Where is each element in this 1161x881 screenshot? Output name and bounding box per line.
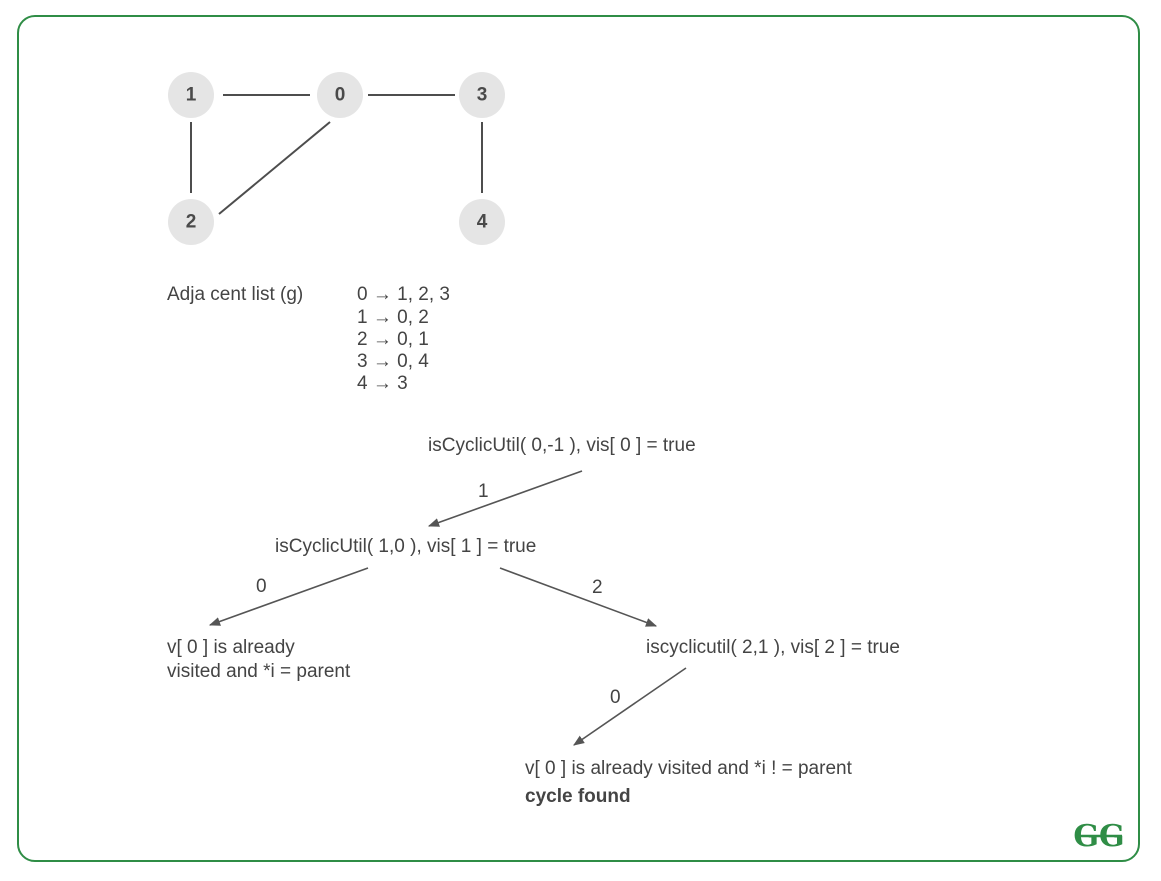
arrow-node1-to-left-leaf (208, 567, 369, 626)
arrow-node2-to-final (573, 667, 687, 746)
trace-left-leaf-line2: visited and *i = parent (167, 661, 351, 682)
arrow-node1-to-node2 (499, 567, 658, 627)
node-0: 0 (317, 72, 363, 118)
node-label: 3 (477, 85, 488, 106)
adjacency-row: 0 → 1, 2, 3 (357, 284, 450, 305)
geeksforgeeks-logo: GG (1073, 819, 1124, 852)
adjacency-row: 1 → 0, 2 (357, 307, 429, 328)
edge-label-node1-to-left: 0 (256, 576, 267, 597)
arrow-root-to-node1 (427, 470, 583, 527)
node-label: 2 (186, 212, 197, 233)
adjacency-row: 3 → 0, 4 (357, 351, 429, 372)
adjacency-list-label: Adja cent list (g) (167, 284, 304, 305)
node-2: 2 (168, 199, 214, 245)
trace-final-line1: v[ 0 ] is already visited and *i ! = par… (525, 758, 852, 779)
node-label: 0 (335, 85, 346, 106)
edge-0-2 (218, 121, 331, 215)
trace-root-call: isCyclicUtil( 0,-1 ), vis[ 0 ] = true (428, 435, 696, 456)
node-4: 4 (459, 199, 505, 245)
node-label: 1 (186, 85, 197, 106)
edge-label-node1-to-right: 2 (592, 577, 603, 598)
diagram-frame (17, 15, 1140, 862)
adjacency-row: 2 → 0, 1 (357, 329, 429, 350)
edge-label-node2-to-final: 0 (610, 687, 621, 708)
adjacency-row: 4 → 3 (357, 373, 408, 394)
node-1: 1 (168, 72, 214, 118)
trace-call-node1: isCyclicUtil( 1,0 ), vis[ 1 ] = true (275, 536, 537, 557)
trace-left-leaf-line1: v[ 0 ] is already (167, 637, 295, 658)
trace-cycle-found: cycle found (525, 786, 631, 807)
edge-label-root-to-node1: 1 (478, 481, 489, 502)
node-label: 4 (477, 212, 488, 233)
node-3: 3 (459, 72, 505, 118)
trace-call-node2: iscyclicutil( 2,1 ), vis[ 2 ] = true (646, 637, 900, 658)
